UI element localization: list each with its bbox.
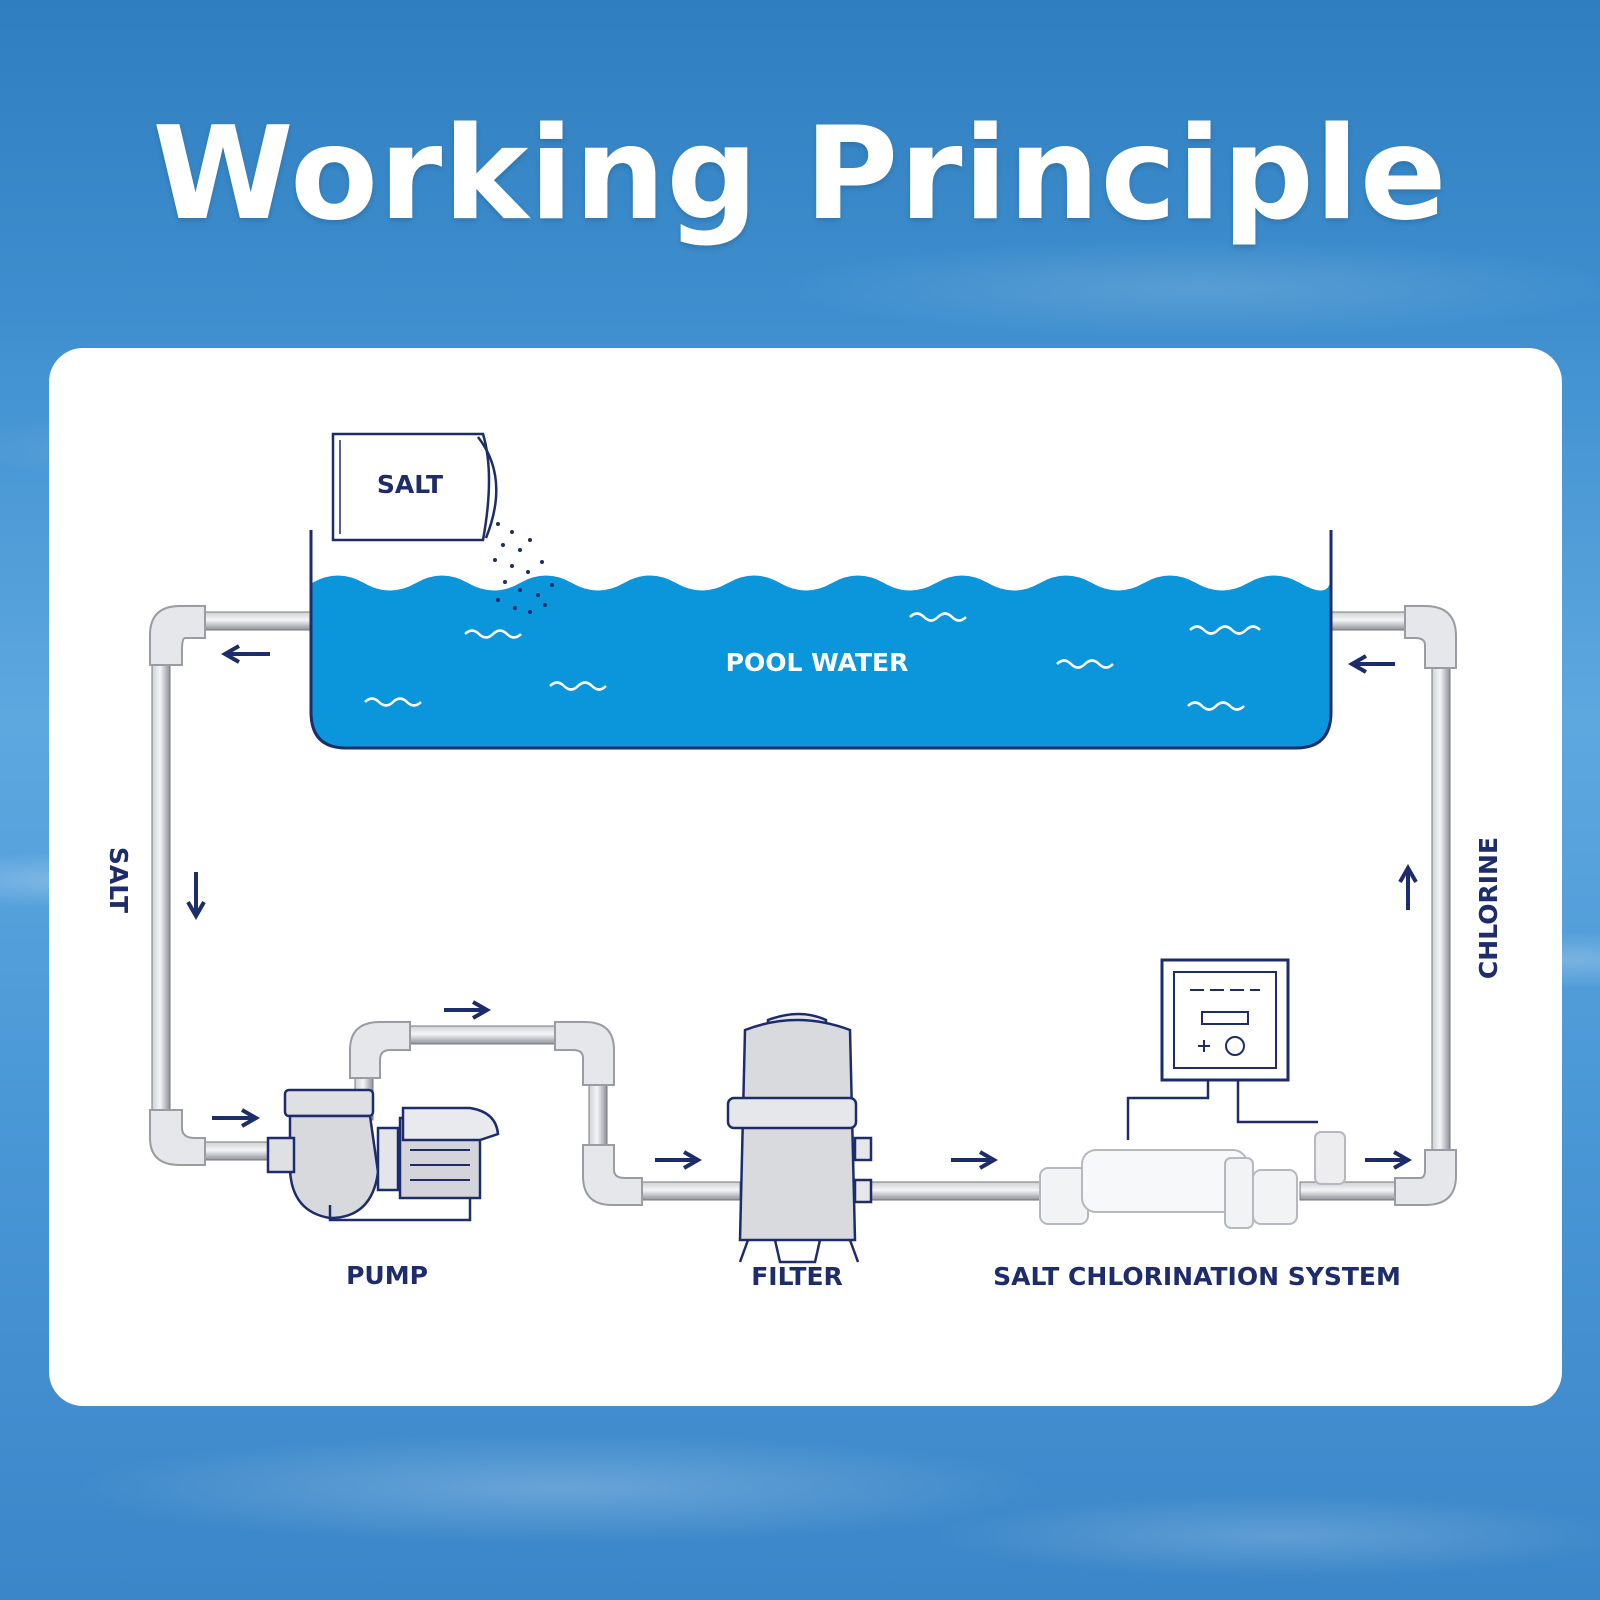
salt-bag-label: SALT xyxy=(377,470,443,499)
filter-tank xyxy=(726,1012,873,1264)
filter-label: FILTER xyxy=(751,1262,843,1291)
pool-water-label: POOL WATER xyxy=(726,648,909,677)
pool-tank: POOL WATER xyxy=(309,530,1333,750)
salt-bag: SALT xyxy=(331,432,554,614)
flow-arrows xyxy=(186,644,1418,1170)
chlorinator-cell xyxy=(1039,1131,1346,1229)
pool-walls xyxy=(309,530,1333,750)
salt-grains xyxy=(493,522,554,614)
water-ripples xyxy=(364,612,1261,711)
control-box xyxy=(1126,958,1318,1140)
pump-label: PUMP xyxy=(346,1261,428,1290)
salt-pipe-label: SALT xyxy=(104,847,133,913)
chlorine-pipe-label: CHLORINE xyxy=(1474,837,1503,979)
pipe-fittings xyxy=(149,605,1457,1206)
page-title: Working Principle xyxy=(152,100,1448,249)
pool-water xyxy=(312,575,1330,748)
chlorinator-label: SALT CHLORINATION SYSTEM xyxy=(993,1262,1401,1291)
pump xyxy=(266,1088,500,1222)
